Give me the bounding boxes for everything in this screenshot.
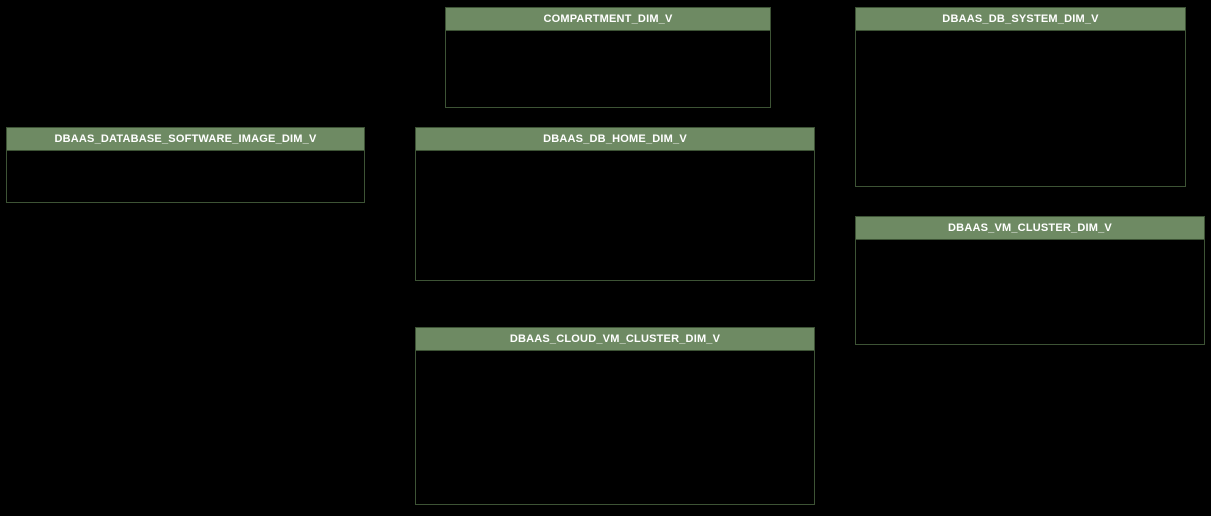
entity-body <box>416 351 814 504</box>
entity-title: DBAAS_DB_SYSTEM_DIM_V <box>942 13 1099 25</box>
entity-title: DBAAS_DB_HOME_DIM_V <box>543 133 687 145</box>
entity-box-dbaas-db-system-dim-v[interactable]: DBAAS_DB_SYSTEM_DIM_V <box>855 7 1186 187</box>
entity-body <box>856 240 1204 344</box>
entity-box-compartment-dim-v[interactable]: COMPARTMENT_DIM_V <box>445 7 771 108</box>
entity-box-dbaas-cloud-vm-cluster-dim-v[interactable]: DBAAS_CLOUD_VM_CLUSTER_DIM_V <box>415 327 815 505</box>
entity-body <box>856 31 1185 186</box>
entity-header[interactable]: DBAAS_VM_CLUSTER_DIM_V <box>856 217 1204 240</box>
entity-box-dbaas-database-software-image-dim-v[interactable]: DBAAS_DATABASE_SOFTWARE_IMAGE_DIM_V <box>6 127 365 203</box>
entity-header[interactable]: DBAAS_DB_HOME_DIM_V <box>416 128 814 151</box>
entity-header[interactable]: COMPARTMENT_DIM_V <box>446 8 770 31</box>
entity-header[interactable]: DBAAS_DATABASE_SOFTWARE_IMAGE_DIM_V <box>7 128 364 151</box>
entity-box-dbaas-vm-cluster-dim-v[interactable]: DBAAS_VM_CLUSTER_DIM_V <box>855 216 1205 345</box>
entity-title: DBAAS_DATABASE_SOFTWARE_IMAGE_DIM_V <box>54 133 317 145</box>
entity-body <box>7 151 364 202</box>
entity-title: DBAAS_CLOUD_VM_CLUSTER_DIM_V <box>509 333 721 345</box>
entity-box-dbaas-db-home-dim-v[interactable]: DBAAS_DB_HOME_DIM_V <box>415 127 815 281</box>
entity-body <box>446 31 770 107</box>
entity-title: COMPARTMENT_DIM_V <box>543 13 673 25</box>
entity-header[interactable]: DBAAS_DB_SYSTEM_DIM_V <box>856 8 1185 31</box>
entity-title: DBAAS_VM_CLUSTER_DIM_V <box>948 222 1112 234</box>
entity-header[interactable]: DBAAS_CLOUD_VM_CLUSTER_DIM_V <box>416 328 814 351</box>
entity-body <box>416 151 814 280</box>
